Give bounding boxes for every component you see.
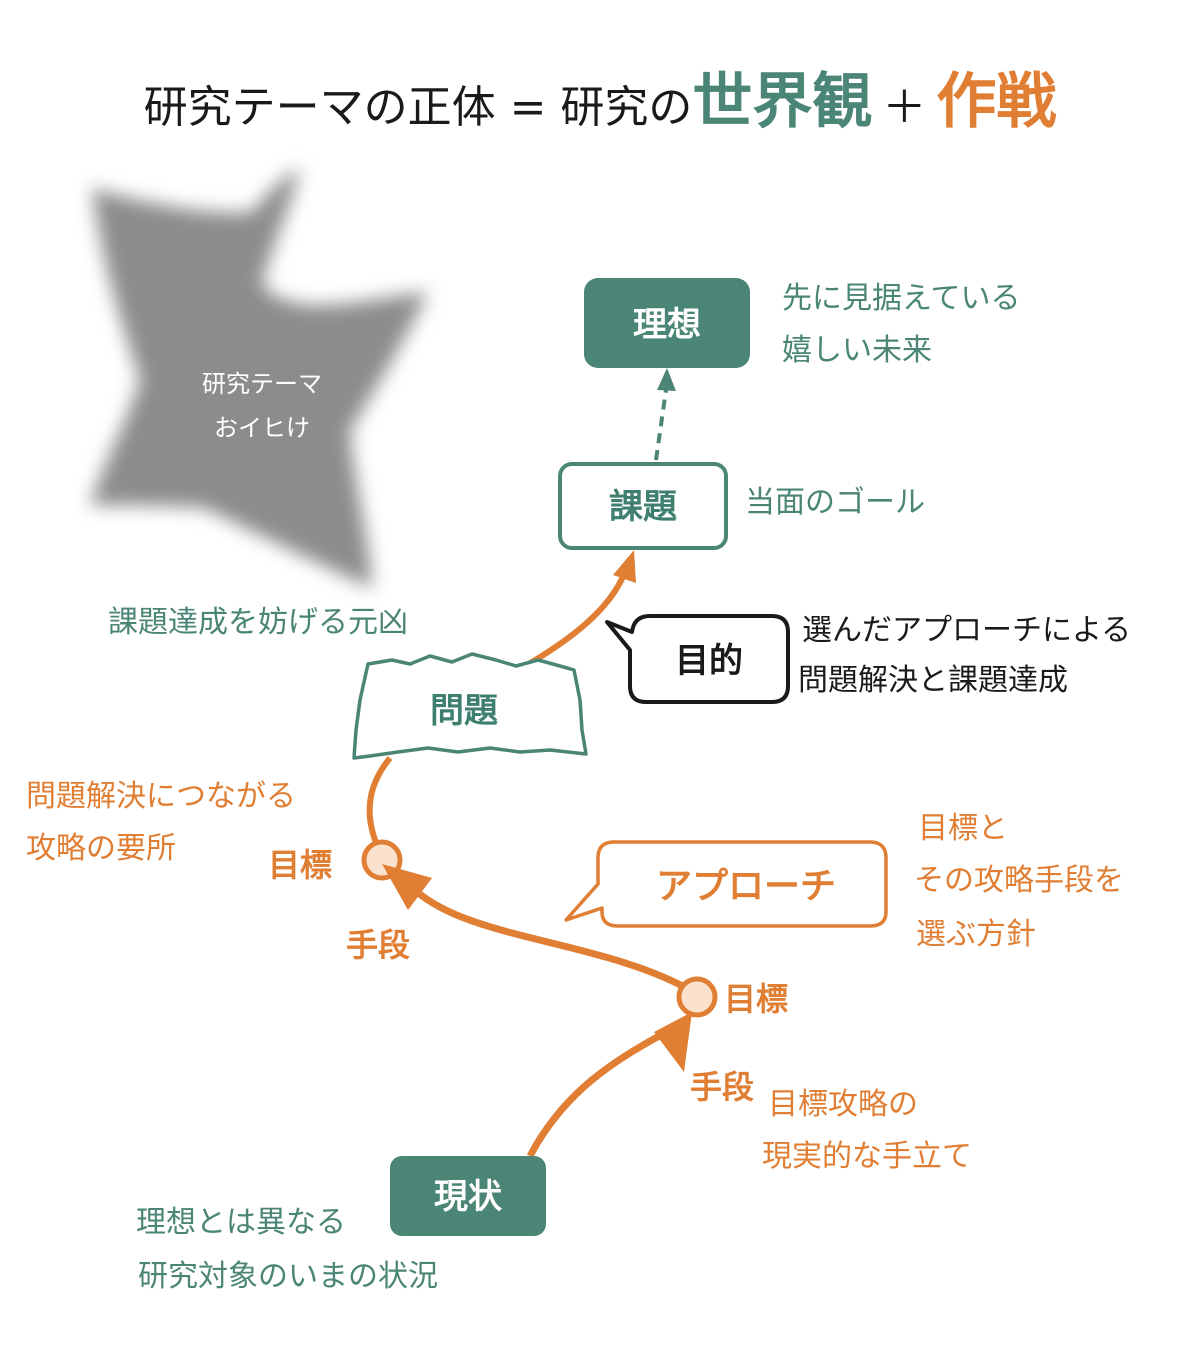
purpose-note-line2: 問題解決と課題達成 bbox=[798, 663, 1068, 698]
problem-note: 課題達成を妨げる元凶 bbox=[108, 605, 408, 640]
purpose-note-line1: 選んだアプローチによる bbox=[802, 613, 1131, 648]
means-note-line1: 目標攻略の bbox=[768, 1087, 918, 1122]
current-note-line1: 理想とは異なる bbox=[136, 1205, 346, 1240]
means-note-line2: 現実的な手立て bbox=[762, 1139, 972, 1174]
approach-note-line1: 目標と bbox=[918, 811, 1008, 846]
ghost-label-line2: おイヒけ bbox=[214, 414, 310, 442]
means-arrow-lower bbox=[526, 1012, 692, 1158]
purpose-callout: 目的 bbox=[605, 614, 790, 704]
approach-callout: アプローチ bbox=[564, 840, 888, 928]
ideal-note-line1: 先に見据えている bbox=[782, 281, 1021, 316]
arrow-problem-to-task bbox=[520, 550, 636, 671]
current-label: 現状 bbox=[434, 1177, 503, 1217]
goal-note-line1: 問題解決につながる bbox=[26, 779, 296, 814]
current-note-line2: 研究対象のいまの状況 bbox=[138, 1259, 438, 1294]
ideal-note-line2: 嬉しい未来 bbox=[782, 333, 932, 368]
means-upper-label: 手段 bbox=[346, 926, 410, 964]
title-worldview: 世界観 bbox=[692, 67, 872, 137]
means-lower-label: 手段 bbox=[690, 1068, 754, 1106]
task-note: 当面のゴール bbox=[745, 485, 925, 520]
title-strategy: 作戦 bbox=[936, 67, 1056, 137]
ideal-node: 理想 bbox=[584, 278, 750, 368]
ghost-label-line1: 研究テーマ bbox=[202, 370, 322, 398]
goal-note-line2: 攻略の要所 bbox=[26, 831, 176, 866]
approach-note-line3: 選ぶ方針 bbox=[916, 917, 1036, 952]
curve-goal-to-problem bbox=[366, 756, 393, 854]
current-node: 現状 bbox=[390, 1156, 546, 1236]
problem-node: 問題 bbox=[352, 652, 588, 760]
dashed-arrow-to-ideal bbox=[654, 368, 676, 461]
approach-note-line2: その攻略手段を bbox=[914, 863, 1124, 898]
task-node: 課題 bbox=[558, 462, 728, 550]
title-part-1: 研究テーマの正体 = 研究の bbox=[144, 82, 693, 133]
purpose-label: 目的 bbox=[675, 641, 743, 681]
title-plus: ＋ bbox=[882, 82, 926, 133]
page-title: 研究テーマの正体 = 研究の世界観＋作戦 bbox=[144, 67, 1057, 137]
task-label: 課題 bbox=[609, 487, 677, 527]
ideal-label: 理想 bbox=[633, 305, 701, 345]
goal-lower-label: 目標 bbox=[724, 980, 788, 1018]
research-theme-ghost: 研究テーマ おイヒけ bbox=[90, 168, 428, 588]
goal-lower-marker bbox=[676, 976, 718, 1018]
means-arrow-upper bbox=[382, 864, 692, 994]
problem-label: 問題 bbox=[430, 691, 498, 731]
approach-label: アプローチ bbox=[656, 866, 836, 907]
goal-upper-label: 目標 bbox=[268, 846, 332, 884]
